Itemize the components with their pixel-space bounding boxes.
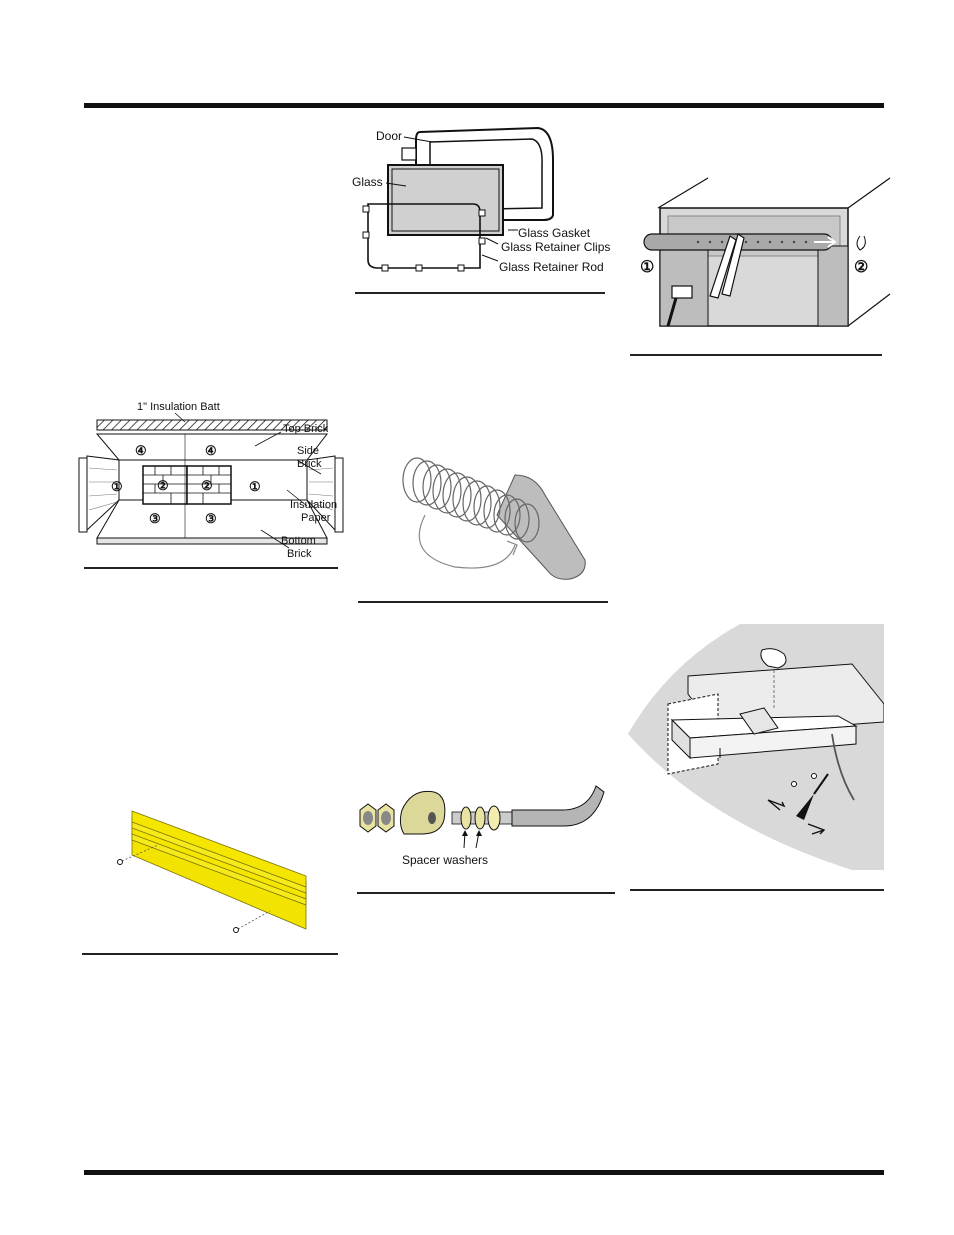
spacer-washers-label: Spacer washers xyxy=(402,853,488,867)
brick-figure: 1" Insulation Batt Top Brick Side Brick … xyxy=(75,398,345,566)
baffle-figure-rule xyxy=(82,953,338,955)
door-label: Door xyxy=(376,129,402,143)
insulation-paper-label-line2: Paper xyxy=(301,512,331,524)
pilot-figure xyxy=(628,624,885,870)
header-rule xyxy=(84,103,884,108)
side-brick-label-line2: Brick xyxy=(297,458,322,470)
pilot-diagram xyxy=(628,624,885,870)
brick-num-4-right: ④ xyxy=(205,443,217,458)
glass-label: Glass xyxy=(352,175,383,189)
top-brick-label: Top Brick xyxy=(283,423,329,435)
door-figure-rule xyxy=(355,292,605,294)
glass-retainer-clips-label: Glass Retainer Clips xyxy=(501,240,610,254)
glass-retainer-rod-label: Glass Retainer Rod xyxy=(499,260,604,274)
washer-figure-rule xyxy=(357,892,615,894)
glass-gasket-label: Glass Gasket xyxy=(518,226,591,240)
washer-figure: Spacer washers xyxy=(352,780,607,872)
burner-figure: ① ② xyxy=(638,176,894,331)
insulation-batt-label: 1" Insulation Batt xyxy=(137,401,220,413)
brick-diagram: 1" Insulation Batt Top Brick Side Brick … xyxy=(78,401,344,560)
baffle-figure xyxy=(110,805,310,940)
brick-num-1-left: ① xyxy=(111,479,123,494)
brick-figure-rule xyxy=(84,567,338,569)
bottom-brick-label-line1: Bottom xyxy=(281,535,316,547)
brick-num-4-left: ④ xyxy=(135,443,147,458)
burner-marker-1: ① xyxy=(640,259,654,276)
burner-figure-rule xyxy=(630,354,882,356)
brick-num-2-right: ② xyxy=(201,478,213,493)
baffle-diagram xyxy=(117,810,307,933)
brick-num-3-right: ③ xyxy=(205,511,217,526)
coil-figure xyxy=(395,445,590,585)
brick-num-3-left: ③ xyxy=(149,511,161,526)
side-brick-label-line1: Side xyxy=(297,445,319,457)
insulation-paper-label-line1: Insulation xyxy=(290,499,337,511)
burner-diagram: ① ② xyxy=(640,177,891,327)
burner-marker-2: ② xyxy=(854,259,868,276)
door-glass-diagram: Door Glass Glass Gasket Glass Retainer C… xyxy=(352,126,610,274)
washer-diagram: Spacer washers xyxy=(359,785,605,867)
brick-num-1-right: ① xyxy=(249,479,261,494)
coil-diagram xyxy=(402,457,586,580)
footer-rule xyxy=(84,1170,884,1175)
pilot-figure-rule xyxy=(630,889,884,891)
bottom-brick-label-line2: Brick xyxy=(287,548,312,560)
door-glass-figure: Door Glass Glass Gasket Glass Retainer C… xyxy=(348,120,623,290)
brick-num-2-left: ② xyxy=(157,478,169,493)
coil-figure-rule xyxy=(358,601,608,603)
